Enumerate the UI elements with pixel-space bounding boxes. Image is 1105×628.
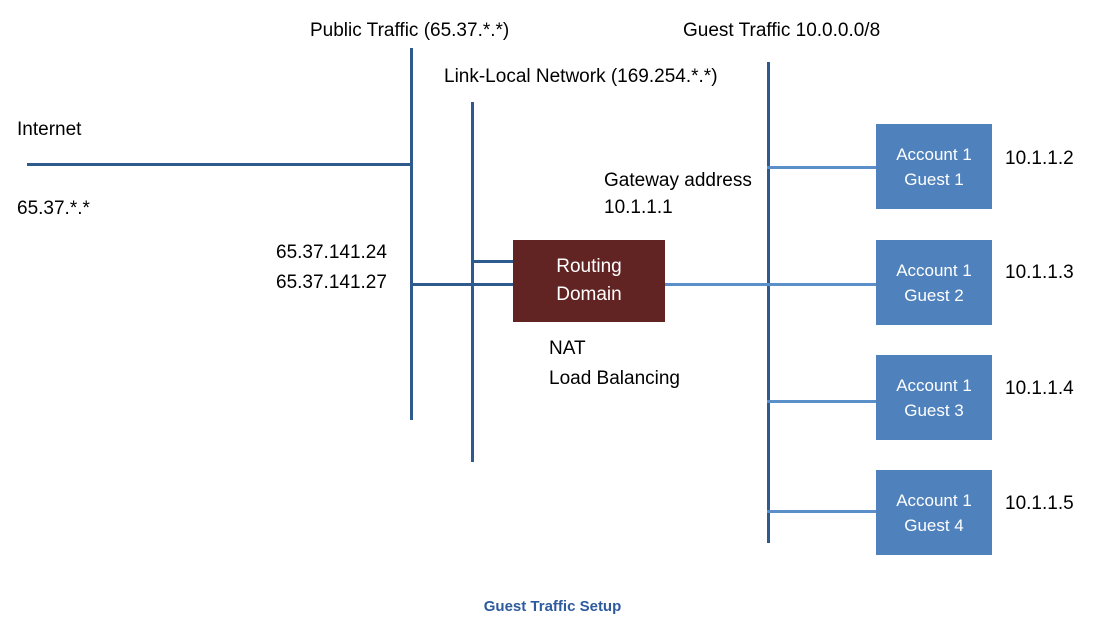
routing-domain-line-1: Routing <box>556 256 622 277</box>
guest-box-3[interactable]: Account 1 Guest 3 <box>876 355 992 440</box>
nat-label: NAT <box>549 338 586 359</box>
guest-2-account: Account 1 <box>896 260 972 280</box>
internet-subnet-label: 65.37.*.* <box>17 198 90 219</box>
gateway-address-label: Gateway address <box>604 170 752 191</box>
link-local-to-routing-domain-line <box>471 260 515 263</box>
guest-2-ip-label: 10.1.1.3 <box>1005 262 1074 283</box>
diagram-caption: Guest Traffic Setup <box>483 598 622 615</box>
routing-domain-to-guest-trunk-line <box>665 283 876 286</box>
guest-4-branch-line <box>767 510 876 513</box>
guest-3-name: Guest 3 <box>904 400 964 420</box>
guest-traffic-header-label: Guest Traffic 10.0.0.0/8 <box>683 20 881 41</box>
guest-4-name: Guest 4 <box>904 515 964 535</box>
link-local-trunk-line <box>471 102 474 462</box>
guest-1-branch-line <box>767 166 876 169</box>
guest-1-account: Account 1 <box>896 144 972 164</box>
routing-domain-box[interactable]: Routing Domain <box>513 240 665 322</box>
public-traffic-trunk-line <box>410 48 413 420</box>
public-ip-1-label: 65.37.141.24 <box>276 242 387 263</box>
link-local-header-label: Link-Local Network (169.254.*.*) <box>444 66 718 87</box>
public-ip-2-label: 65.37.141.27 <box>276 272 387 293</box>
public-trunk-to-routing-domain-line <box>410 283 515 286</box>
guest-1-name: Guest 1 <box>904 169 964 189</box>
public-traffic-header-label: Public Traffic (65.37.*.*) <box>310 20 510 41</box>
guest-box-4[interactable]: Account 1 Guest 4 <box>876 470 992 555</box>
internet-label: Internet <box>17 119 82 140</box>
gateway-address-value: 10.1.1.1 <box>604 197 673 218</box>
guest-1-ip-label: 10.1.1.2 <box>1005 148 1074 169</box>
guest-2-name: Guest 2 <box>904 285 964 305</box>
guest-traffic-trunk-line <box>767 62 770 543</box>
guest-box-2[interactable]: Account 1 Guest 2 <box>876 240 992 325</box>
load-balancing-label: Load Balancing <box>549 368 680 389</box>
guest-box-1[interactable]: Account 1 Guest 1 <box>876 124 992 209</box>
internet-connection-line <box>27 163 413 166</box>
routing-domain-line-2: Domain <box>556 284 622 305</box>
guest-3-ip-label: 10.1.1.4 <box>1005 378 1074 399</box>
guest-4-ip-label: 10.1.1.5 <box>1005 493 1074 514</box>
guest-3-branch-line <box>767 400 876 403</box>
guest-4-account: Account 1 <box>896 490 972 510</box>
guest-3-account: Account 1 <box>896 375 972 395</box>
